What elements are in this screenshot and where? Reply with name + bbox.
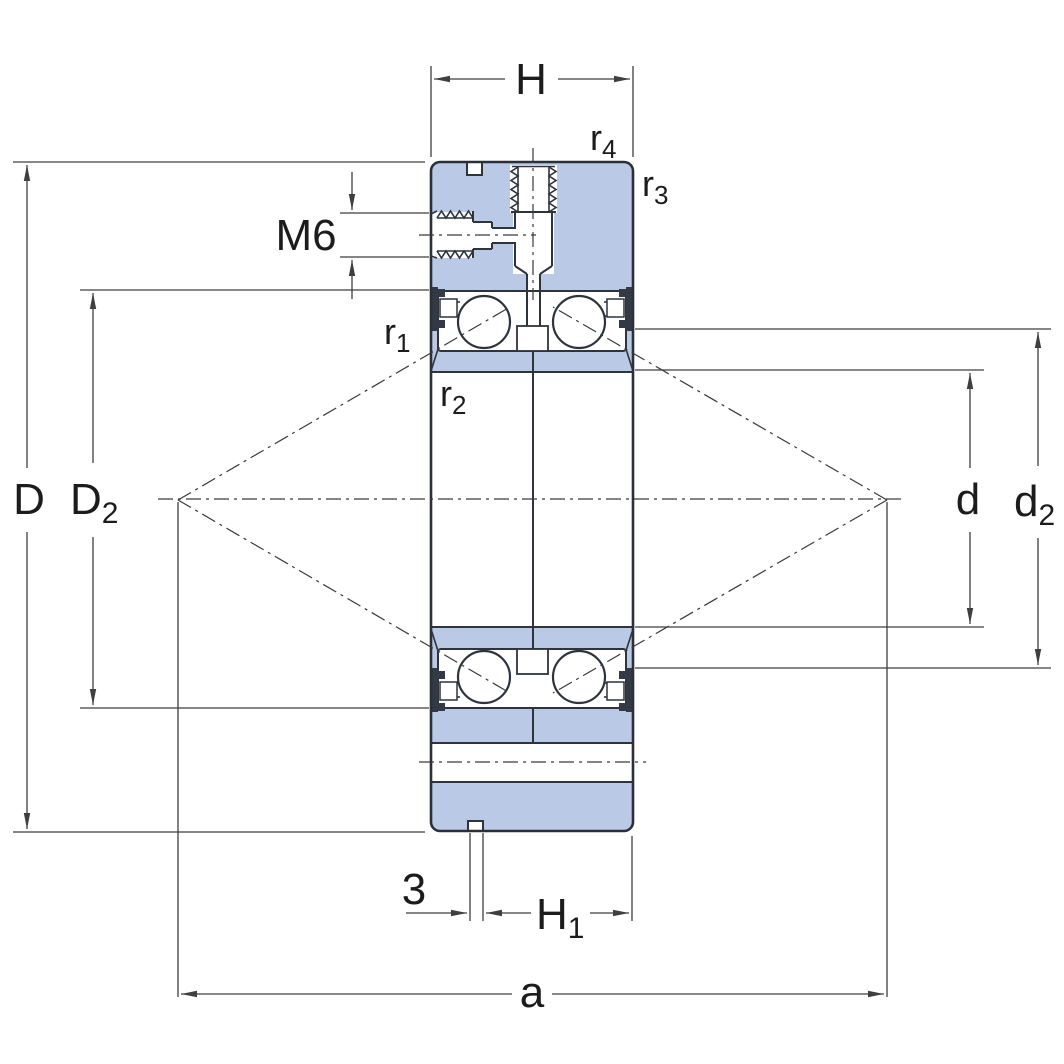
dimension-d: [635, 369, 984, 628]
upper-ball-row: [432, 287, 632, 352]
label-a: a: [520, 968, 545, 1017]
contact-line: [552, 499, 888, 694]
dimension-H: [430, 66, 634, 157]
side-thread-hole-m6: [429, 209, 517, 260]
label-H: H: [515, 55, 547, 104]
contact-line: [177, 306, 511, 501]
label-r2: r2: [440, 373, 466, 420]
dimension-d2: [635, 328, 1051, 669]
dimension-D2: [80, 289, 429, 709]
label-r3: r3: [642, 163, 668, 210]
label-H1: H1: [536, 890, 584, 945]
contact-line: [177, 499, 511, 694]
seal: [432, 668, 458, 712]
seal: [606, 668, 632, 712]
contact-line: [552, 306, 888, 501]
bearing-outline: [429, 160, 635, 833]
ball: [551, 294, 607, 350]
bearing-body: [429, 160, 635, 833]
lower-ball-row: [432, 648, 632, 712]
dimension-a: [177, 502, 888, 998]
label-d2: d2: [1014, 477, 1055, 532]
dimension-slot-and-H1: [406, 833, 633, 921]
spacer-block: [516, 325, 549, 352]
dimension-lines: [13, 66, 1051, 998]
label-D: D: [13, 475, 45, 524]
ball: [456, 649, 512, 705]
label-r4: r4: [590, 117, 616, 164]
ball: [551, 649, 607, 705]
seal: [432, 287, 458, 331]
top-notch: [466, 160, 483, 176]
label-slot-width: 3: [402, 865, 426, 914]
seal: [606, 287, 632, 331]
label-D2: D2: [70, 475, 118, 530]
ball: [456, 294, 512, 350]
spacer-block: [516, 648, 549, 675]
bottom-flange-section: [431, 782, 633, 831]
label-r1: r1: [384, 311, 410, 358]
dimension-labels: H r4 r3 M6 r1 r2 D D2 d d2 3 H1 a: [13, 55, 1055, 1017]
dimension-M6: [340, 172, 429, 299]
label-d: d: [956, 475, 980, 524]
centerlines: [158, 148, 903, 763]
label-M6: M6: [275, 211, 336, 260]
dimension-D: [13, 161, 425, 833]
